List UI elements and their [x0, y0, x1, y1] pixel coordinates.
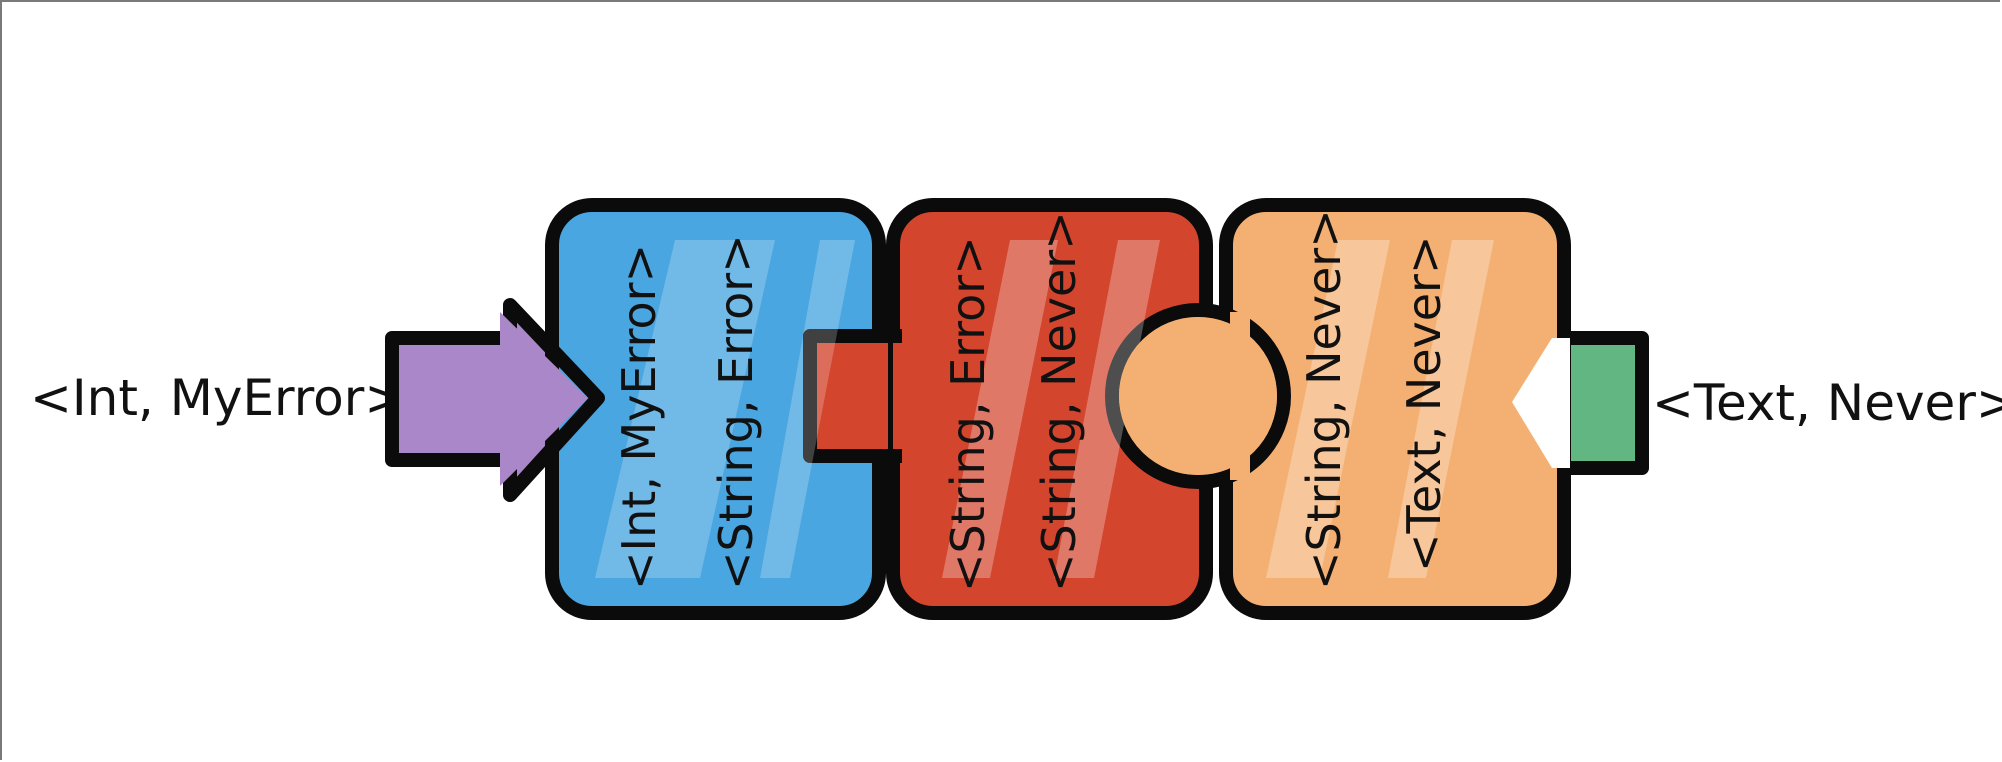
piece-2-top-label: <String, Error>: [941, 236, 995, 592]
piece-3-knob: [1119, 317, 1277, 475]
piece-3-knob-join: [1230, 312, 1250, 480]
input-arrow-edge: [506, 301, 603, 499]
piece-3-top-label: <String, Never>: [1297, 209, 1351, 590]
piece-2-bottom-label: <String, Never>: [1032, 211, 1086, 592]
input-type-label: <Int, MyError>: [30, 369, 406, 427]
piece-1-bottom-label: <String, Error>: [709, 234, 763, 590]
puzzle-piece-1: [545, 198, 893, 620]
input-arrow-fill: [500, 312, 588, 486]
piece-1-top-label: <Int, MyError>: [612, 244, 666, 590]
piece-3-bottom-label: <Text, Never>: [1397, 235, 1451, 572]
output-type-label: <Text, Never>: [1652, 374, 2002, 432]
